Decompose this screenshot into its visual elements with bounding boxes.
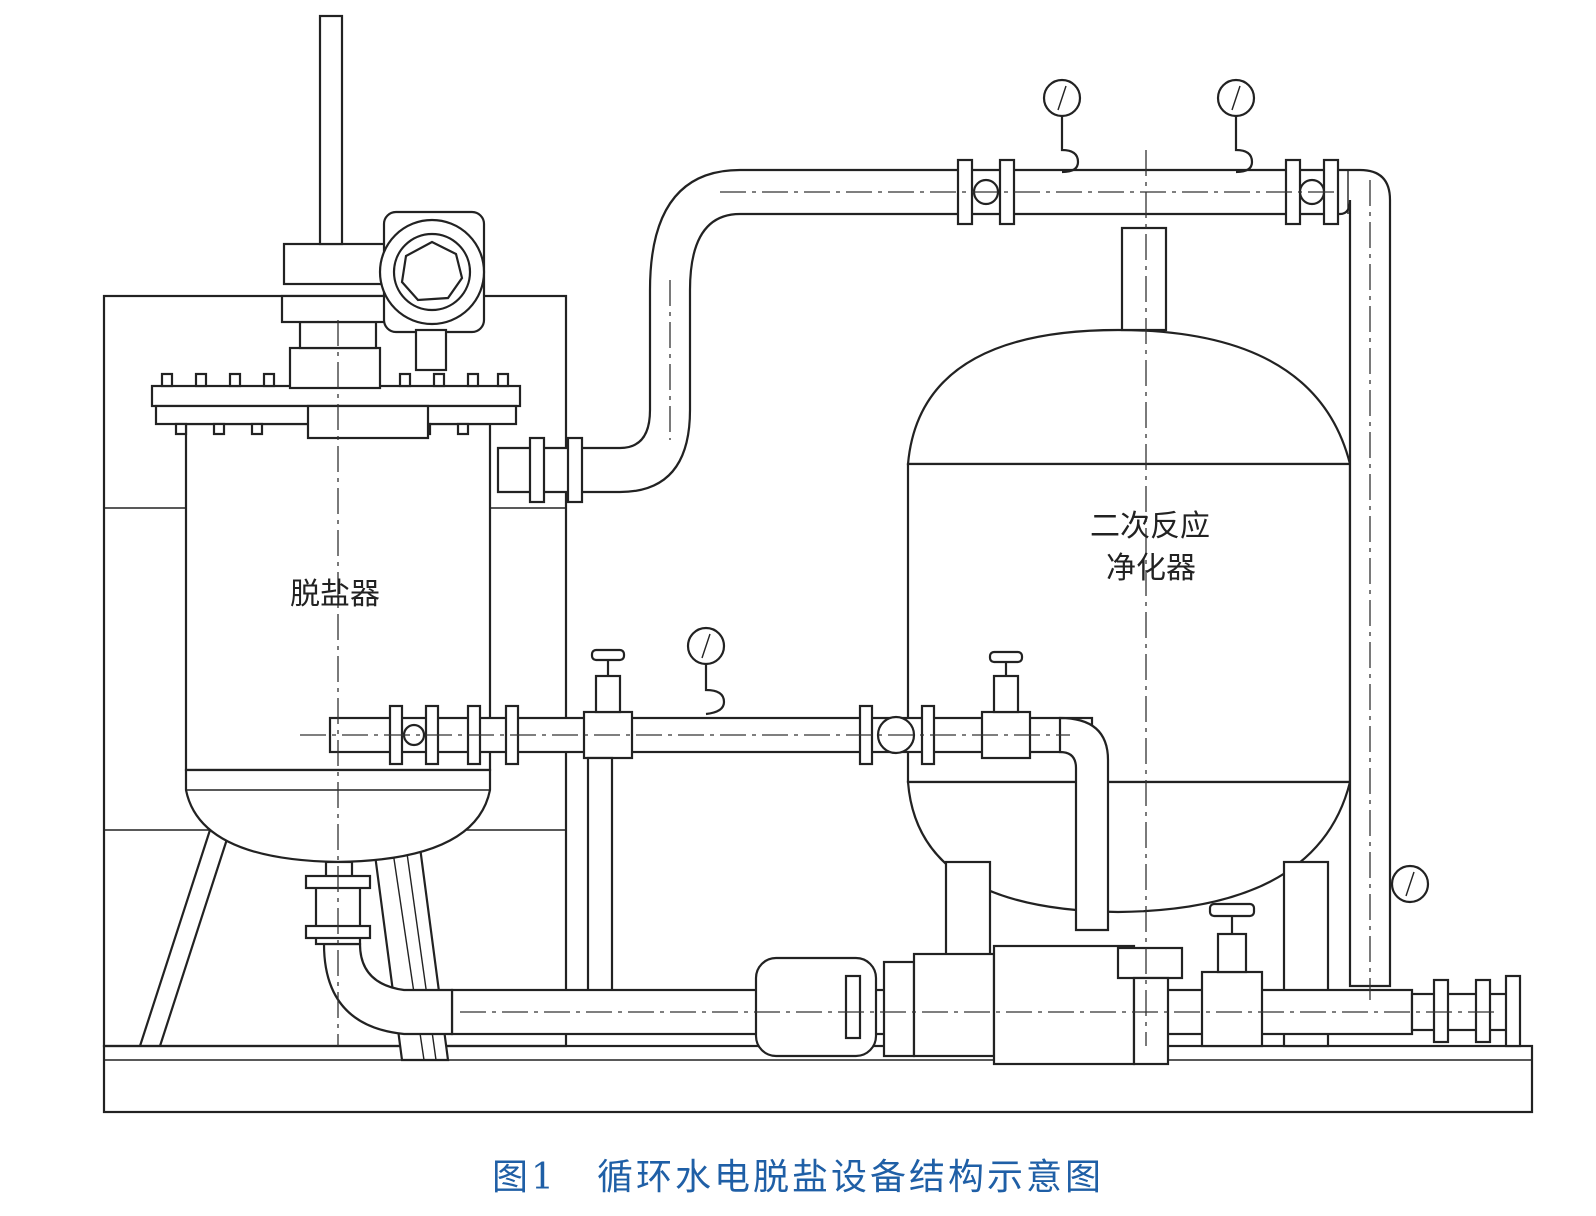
gate-valve-1 [582,648,634,760]
pressure-gauge-3 [686,626,726,716]
top-header-pipe [496,158,1392,988]
desalter-label: 脱盐器 [290,577,380,612]
flange-bolts [160,372,510,436]
gate-valve-3 [1200,902,1264,1048]
middle-pipe [328,648,1110,996]
pressure-gauge-4 [1390,864,1430,904]
figure-title: 循环水电脱盐设备结构示意图 [596,1157,1104,1198]
pressure-gauge-2 [1216,78,1256,174]
figure-number: 图1 [492,1157,557,1198]
center-lines [300,150,1500,1046]
figure-caption: 图1 循环水电脱盐设备结构示意图 [0,1148,1596,1200]
secondary-reactor-vessel [906,226,1352,1048]
agitator-drive [280,14,486,440]
pressure-gauge-1 [1042,78,1082,174]
secondary-reactor-label-line1: 二次反应 [1090,509,1210,544]
desalter-vessel [150,372,522,880]
secondary-reactor-label-line2: 净化器 [1106,551,1196,586]
pump-motor [754,944,1184,1066]
